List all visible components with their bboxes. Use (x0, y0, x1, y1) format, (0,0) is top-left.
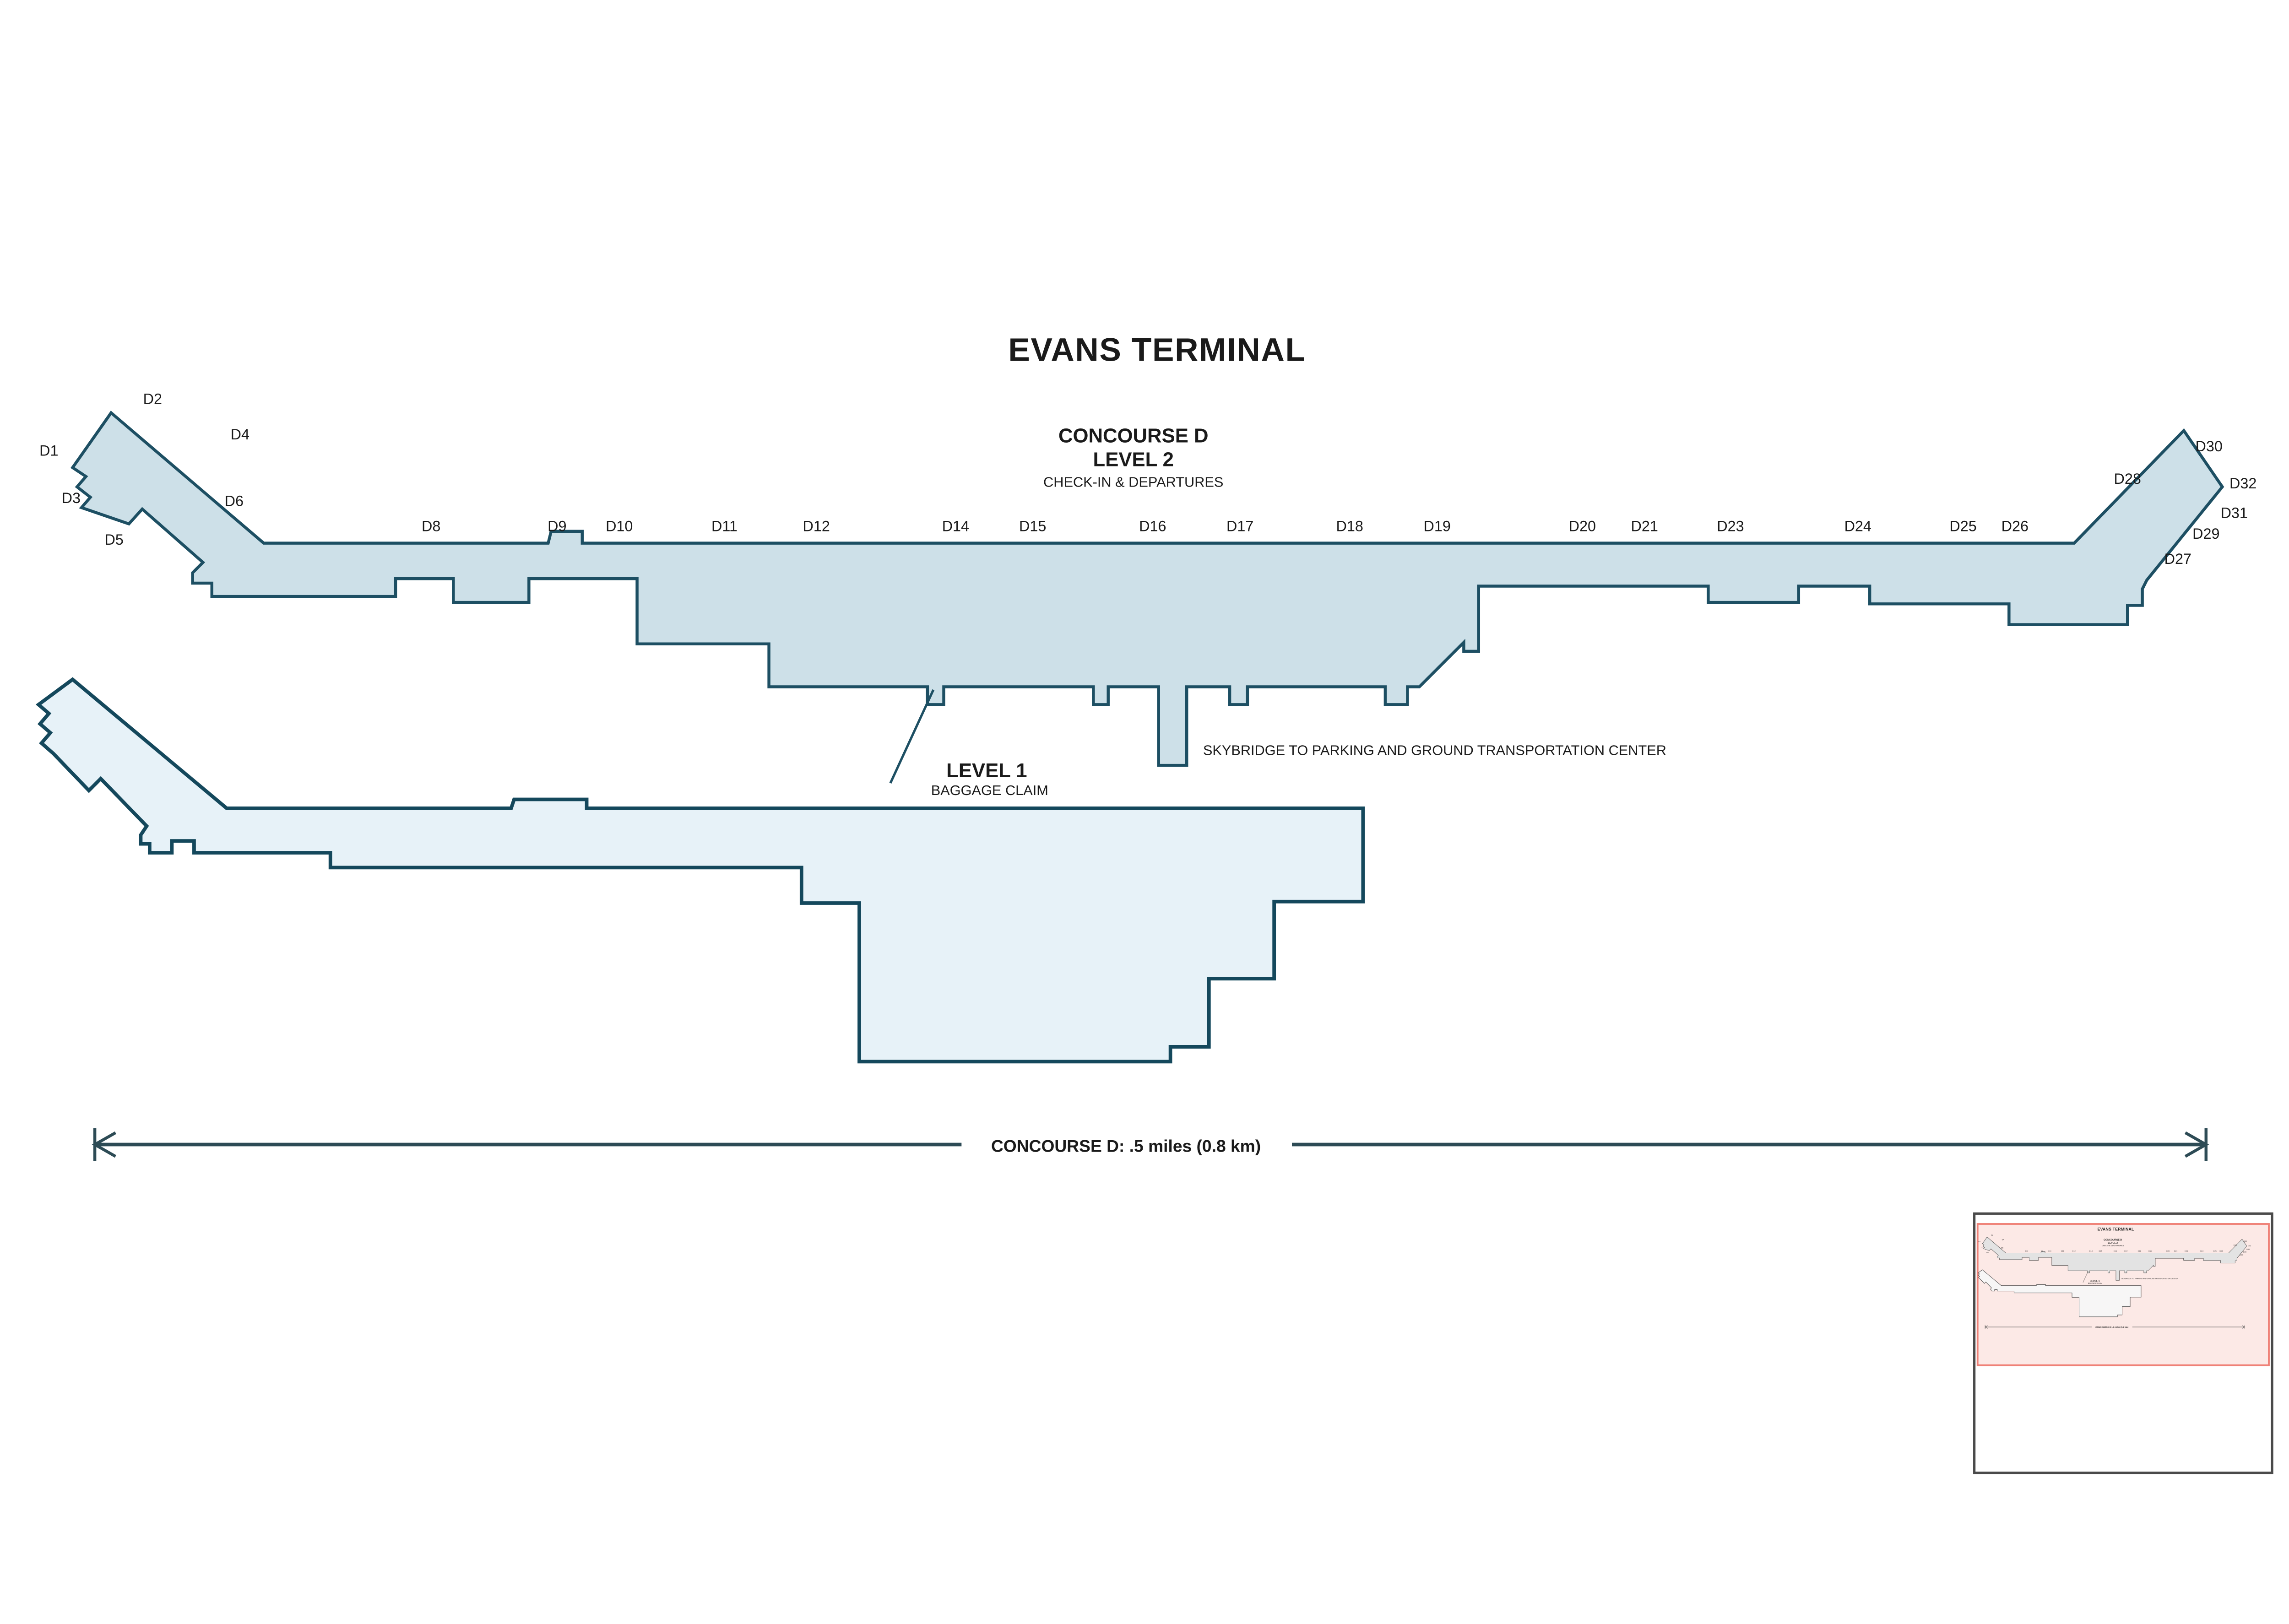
gate-label-d9: D9 (548, 518, 566, 535)
concourse-heading: CONCOURSE D LEVEL 2 CHECK-IN & DEPARTURE… (1043, 425, 1223, 490)
scale-label: CONCOURSE D: .5 miles (0.8 km) (991, 1137, 1261, 1156)
gate-label-d20: D20 (1569, 518, 1596, 535)
concourse-d-level2-shape (71, 411, 2224, 767)
gate-label-d26: D26 (2002, 518, 2029, 535)
terminal-map: EVANS TERMINAL CONCOURSE D LEVEL 2 CHECK… (35, 332, 2257, 1161)
concourse-level: LEVEL 2 (1093, 448, 1174, 471)
gate-label-d18: D18 (1336, 518, 1363, 535)
gate-label-d14: D14 (942, 518, 969, 535)
gate-label-d10: D10 (606, 518, 633, 535)
gate-labels-top-row: D8 D9 D10 D11 D12 D14 D15 D16 D17 D18 D1… (422, 518, 2029, 535)
page-title: EVANS TERMINAL (1008, 332, 1306, 368)
skybridge-label: SKYBRIDGE TO PARKING AND GROUND TRANSPOR… (1203, 742, 1666, 758)
overview-inset (1973, 1212, 2273, 1474)
gate-label-d28: D28 (2114, 471, 2141, 487)
gate-label-d17: D17 (1226, 518, 1253, 535)
level1-callout-line (889, 689, 935, 784)
scale-bar: CONCOURSE D: .5 miles (0.8 km) (92, 1128, 2209, 1161)
gate-label-d8: D8 (422, 518, 440, 535)
gate-label-d15: D15 (1019, 518, 1046, 535)
gate-label-d16: D16 (1139, 518, 1166, 535)
gate-label-d27: D27 (2164, 551, 2191, 567)
gate-label-d30: D30 (2196, 438, 2223, 455)
gate-label-d25: D25 (1949, 518, 1976, 535)
scale-arrowhead-right-icon (2184, 1131, 2209, 1158)
gate-label-d3: D3 (62, 490, 81, 506)
gate-labels-right-arm: D27 D28 D29 D30 D31 D32 (2114, 438, 2257, 567)
gate-label-d19: D19 (1423, 518, 1450, 535)
gate-label-d6: D6 (225, 493, 244, 509)
level1-baggage-claim-shape (35, 677, 1365, 1064)
scale-arrowhead-left-icon (92, 1131, 117, 1158)
gate-label-d1: D1 (39, 443, 58, 459)
gate-label-d11: D11 (711, 518, 738, 535)
gate-label-d24: D24 (1844, 518, 1871, 535)
level1-sublabel: BAGGAGE CLAIM (931, 782, 1048, 798)
gate-labels-left-arm: D1 D2 D3 D4 D5 D6 (39, 390, 250, 547)
gate-label-d31: D31 (2221, 505, 2248, 521)
gate-label-d2: D2 (143, 390, 162, 407)
gate-label-d32: D32 (2229, 475, 2256, 492)
gate-label-d5: D5 (105, 531, 124, 548)
gate-label-d23: D23 (1717, 518, 1744, 535)
level1-name: LEVEL 1 (946, 759, 1027, 782)
gate-label-d12: D12 (803, 518, 830, 535)
concourse-sublabel: CHECK-IN & DEPARTURES (1043, 474, 1223, 490)
gate-label-d4: D4 (231, 426, 250, 443)
gate-label-d29: D29 (2192, 525, 2219, 542)
level1-heading: LEVEL 1 BAGGAGE CLAIM (931, 759, 1048, 798)
gate-label-d21: D21 (1631, 518, 1658, 535)
concourse-name: CONCOURSE D (1058, 425, 1209, 447)
